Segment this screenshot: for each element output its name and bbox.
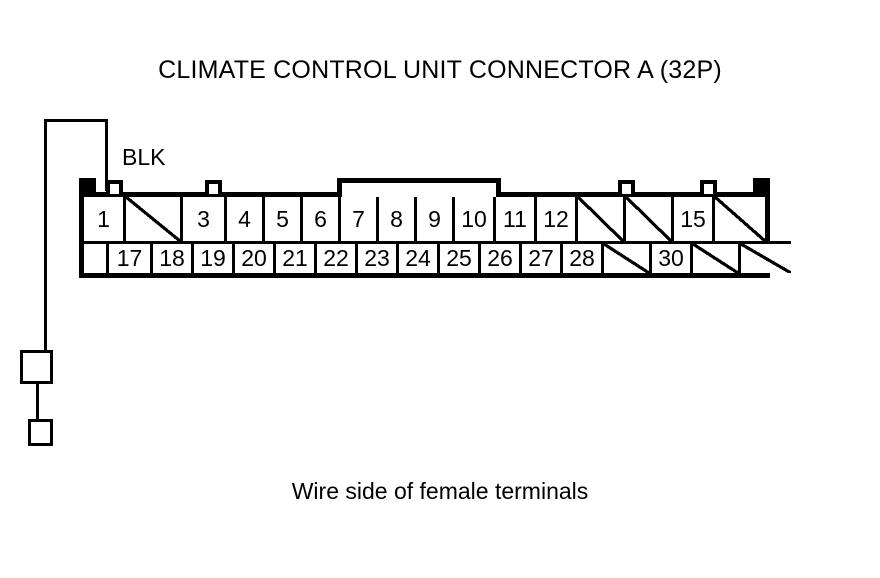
pin-label: 8 [390, 205, 403, 232]
connector-tab-3 [618, 180, 635, 198]
pin-label: 15 [680, 205, 706, 232]
pin-label: 9 [428, 205, 441, 232]
pin-cell: 12 [537, 197, 578, 241]
pin-cell: 9 [417, 197, 455, 241]
wire-segment-vertical-drop [44, 119, 47, 352]
pin-cell: 1 [84, 197, 126, 241]
ground-symbol-upper-box [20, 350, 53, 384]
connector-tab-2 [205, 180, 222, 198]
pin-label: 6 [314, 205, 327, 232]
pin-label: 30 [658, 245, 684, 271]
connector-latch [337, 178, 501, 198]
wire-segment-pin1-vertical [105, 119, 108, 191]
pin-label: 19 [200, 245, 226, 271]
pin-cell: 17 [109, 241, 153, 273]
pin-cell [626, 197, 674, 241]
pin-cell: 4 [227, 197, 265, 241]
pin-label: 7 [352, 205, 365, 232]
pin-cell: 30 [652, 241, 693, 273]
ground-symbol-lower-box [28, 419, 53, 446]
pin-cell: 5 [265, 197, 303, 241]
connector-tab-4 [700, 180, 717, 198]
pin-cell: 7 [341, 197, 379, 241]
pin-label: 21 [282, 245, 308, 271]
pin-label: 5 [276, 205, 289, 232]
pin-cell: 26 [481, 241, 522, 273]
pin-label: 12 [543, 205, 569, 232]
pin-label: 1 [97, 205, 110, 232]
wire-color-label: BLK [122, 144, 166, 170]
pin-row-top: 1 3 4 5 6 7 8 9 10 11 12 15 [84, 197, 765, 241]
pin-cell: 21 [276, 241, 317, 273]
pin-label: 27 [528, 245, 554, 271]
pin-cell: 3 [183, 197, 227, 241]
ground-symbol-link [36, 384, 39, 420]
pin-cell [715, 197, 765, 241]
pin-label: 10 [461, 205, 487, 232]
connector-body: 1 3 4 5 6 7 8 9 10 11 12 15 17 18 19 20 … [79, 178, 791, 278]
pin-cell: 18 [153, 241, 194, 273]
diagram-caption: Wire side of female terminals [291, 478, 589, 504]
pin-label: 25 [446, 245, 472, 271]
connector-tab-1 [106, 180, 123, 198]
pin-cell [741, 241, 791, 273]
pin-row-bottom: 17 18 19 20 21 22 23 24 25 26 27 28 30 [84, 241, 791, 273]
pin-cell: 25 [440, 241, 481, 273]
pin-cell: 11 [496, 197, 537, 241]
page-title: CLIMATE CONTROL UNIT CONNECTOR A (32P) [158, 56, 722, 84]
pin-cell: 24 [399, 241, 440, 273]
pin-cell: 27 [522, 241, 563, 273]
pin-cell: 22 [317, 241, 358, 273]
pin-cell: 19 [194, 241, 235, 273]
connector-post-right [753, 178, 770, 198]
pin-cell [693, 241, 741, 273]
pin-cell [84, 241, 109, 273]
pin-cell [126, 197, 183, 241]
pin-cell: 28 [563, 241, 604, 273]
pin-label: 28 [569, 245, 595, 271]
pin-label: 18 [159, 245, 185, 271]
pin-label: 3 [197, 205, 210, 232]
pin-cell: 15 [674, 197, 715, 241]
pin-label: 11 [503, 205, 527, 232]
pin-cell: 23 [358, 241, 399, 273]
pin-cell: 20 [235, 241, 276, 273]
pin-cell: 6 [303, 197, 341, 241]
pin-label: 22 [323, 245, 349, 271]
wire-segment-horizontal [44, 119, 108, 122]
pin-label: 20 [241, 245, 267, 271]
pin-label: 26 [487, 245, 513, 271]
pin-label: 4 [238, 205, 251, 232]
pin-cell [578, 197, 626, 241]
pin-label: 17 [116, 245, 143, 271]
pin-cell: 8 [379, 197, 417, 241]
connector-post-left [79, 178, 96, 198]
pin-cell [604, 241, 652, 273]
pin-label: 23 [364, 245, 390, 271]
pin-cell: 10 [455, 197, 496, 241]
pin-label: 24 [405, 245, 431, 271]
